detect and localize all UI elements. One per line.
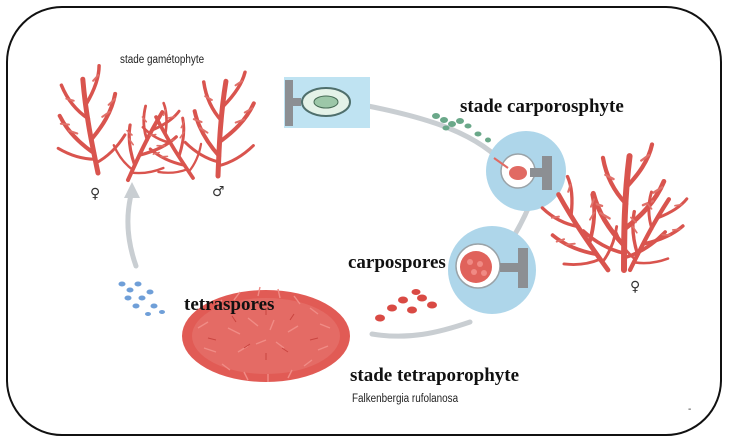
male-gametophyte-branch-icon [130,97,214,191]
female-symbol-right-icon: ♀ [630,279,640,295]
carposporophyte-bubble [486,131,566,211]
female-gametophyte-branch-icon [103,92,191,192]
corner-mark: - [688,404,691,415]
carpospores-label: carpospores [348,252,446,274]
diagram-frame: stade gamétophyte stade carporosphyte ca… [6,6,722,436]
tetraspores-label: tetraspores [184,294,274,316]
male-symbol-icon: ♂ [212,184,225,200]
gametophyte-stage-label: stade gamétophyte [120,54,204,66]
arrow-head [124,182,140,198]
red-carpospores [375,289,437,322]
carposporophyte-stage-label: stade carporosphyte [460,96,624,118]
carpospores-bubble [448,226,536,314]
female-gametophyte-icon [48,64,130,178]
female-symbol-icon: ♀ [90,186,100,202]
tetrasporophyte-stage-label: stade tetraporophyte [350,365,519,387]
fertilization-box [284,77,370,128]
blue-tetraspores [119,282,166,317]
species-name-label: Falkenbergia rufolanosa [352,393,458,405]
